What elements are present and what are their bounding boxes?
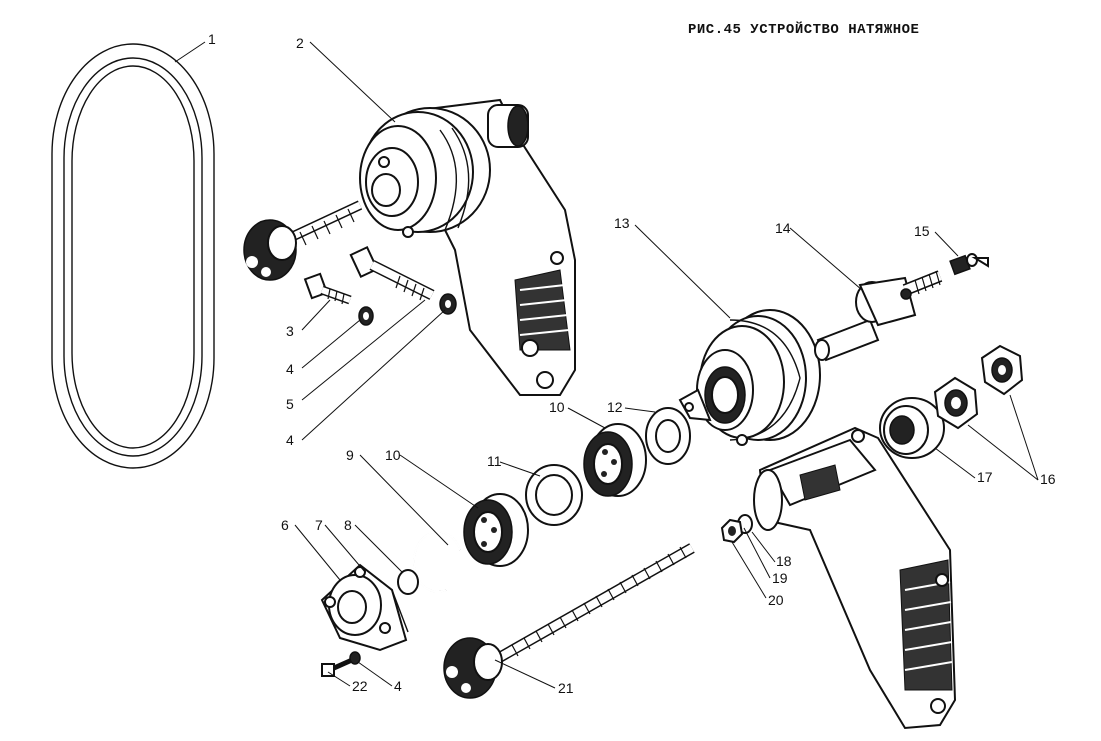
part-5-long-bolt (349, 245, 435, 301)
callout-19: 19 (772, 570, 788, 586)
callout-16: 16 (1040, 471, 1056, 487)
part-6-cap (320, 563, 409, 652)
part-20-nut (720, 518, 744, 544)
callout-14: 14 (775, 220, 791, 236)
part-4-washer (358, 306, 374, 326)
callout-11: 11 (487, 453, 502, 469)
callout-labels: 1 2 3 4 5 4 6 7 8 9 10 11 10 12 13 14 15… (208, 31, 1056, 696)
part-11-spacer-ring (525, 464, 583, 526)
part-2-tensioner-bracket (359, 98, 576, 396)
callout-10-upper: 10 (549, 399, 565, 415)
part-10-bearing-upper (583, 423, 647, 497)
part-16-nut (933, 376, 979, 430)
callout-20: 20 (768, 592, 784, 608)
callout-22: 22 (352, 678, 368, 694)
part-16-nut-second (980, 344, 1024, 396)
callout-leaders (174, 41, 1039, 689)
part-14-axle (814, 270, 943, 362)
figure-title: РИС.45 УСТРОЙСТВО НАТЯЖНОЕ (688, 22, 920, 38)
callout-1: 1 (208, 31, 216, 47)
part-22-screw (321, 657, 354, 677)
part-15-grease-fitting (949, 253, 989, 276)
callout-2: 2 (296, 35, 304, 51)
upper-tension-knob (243, 200, 363, 281)
callout-18: 18 (776, 553, 792, 569)
part-1-v-belt (51, 43, 215, 469)
part-9-snap-ring (412, 530, 461, 593)
callout-21: 21 (558, 680, 574, 696)
callout-8: 8 (344, 517, 352, 533)
callout-9: 9 (346, 447, 354, 463)
callout-3: 3 (286, 323, 294, 339)
callout-4-lower: 4 (394, 678, 402, 694)
callout-17: 17 (977, 469, 993, 485)
callout-6: 6 (281, 517, 289, 533)
part-21-tension-screw (443, 543, 695, 699)
part-10-bearing-lower (463, 493, 529, 567)
part-4-washer-third (349, 651, 361, 665)
part-18-lower-bracket (753, 426, 957, 730)
callout-13: 13 (614, 215, 630, 231)
part-13-pulley (678, 309, 821, 446)
callout-7: 7 (315, 517, 323, 533)
callout-4-middle: 4 (286, 432, 294, 448)
callout-10-lower: 10 (385, 447, 401, 463)
part-17-washer (879, 397, 945, 459)
callout-5: 5 (286, 396, 294, 412)
part-4-washer-second (439, 293, 457, 315)
callout-15: 15 (914, 223, 930, 239)
callout-4-upper: 4 (286, 361, 294, 377)
part-3-bolt (303, 272, 352, 305)
part-12-seal-ring (645, 407, 691, 465)
callout-12: 12 (607, 399, 623, 415)
part-8-small-ring (397, 569, 419, 595)
